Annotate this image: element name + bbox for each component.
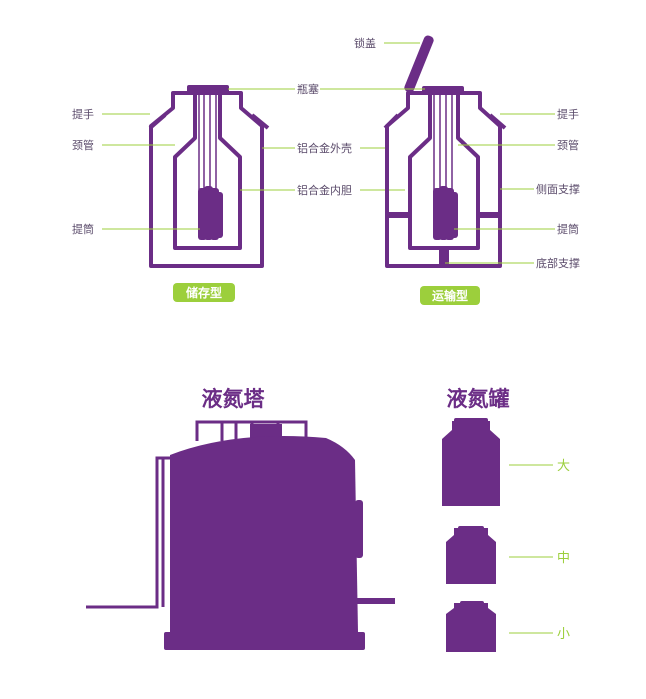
transport-neck-label: 颈管 — [557, 138, 579, 152]
tower-inlet-pipe — [86, 456, 172, 609]
storage-badge-label: 储存型 — [186, 285, 222, 300]
left-side-support — [387, 212, 410, 218]
storage-left-handle — [148, 113, 167, 130]
tower-outlet-pipe — [357, 598, 395, 604]
right-side-support — [478, 212, 500, 218]
storage-dewar — [148, 85, 270, 268]
tower-title: 液氮塔 — [202, 387, 266, 411]
tower-base — [164, 632, 365, 650]
storage-canister-rods — [198, 94, 217, 190]
storage-labels: 提手 颈管 提筒 瓶塞 铝合金外壳 铝合金内胆 — [72, 82, 405, 236]
storage-outer-shell — [149, 91, 264, 268]
transport-dewar — [383, 35, 507, 268]
transport-badge-label: 运输型 — [432, 288, 468, 303]
size-large-label: 大 — [557, 459, 570, 474]
tank-small — [446, 601, 496, 652]
transport-labels: 锁盖 提手 颈管 侧面支撑 提筒 底部支撑 — [320, 36, 580, 270]
storage-right-handle — [250, 113, 270, 130]
plug-label: 瓶塞 — [297, 82, 319, 96]
lock-lid — [404, 35, 434, 93]
tank-large — [442, 418, 500, 506]
transport-badge: 运输型 — [420, 286, 480, 305]
transport-right-handle — [488, 113, 507, 130]
storage-neck-label: 颈管 — [72, 138, 94, 152]
inner-vessel-label: 铝合金内胆 — [297, 183, 352, 197]
side-support-label: 侧面支撑 — [536, 182, 580, 196]
transport-left-handle — [383, 113, 400, 130]
lock-lid-label: 锁盖 — [354, 36, 376, 50]
storage-handle-label: 提手 — [72, 107, 94, 121]
transport-canister-rods — [433, 94, 453, 190]
storage-canister-label: 提筒 — [72, 222, 94, 236]
storage-badge: 储存型 — [173, 283, 235, 302]
storage-plug — [187, 85, 229, 94]
storage-canister — [198, 186, 223, 240]
bottom-support — [439, 248, 449, 266]
tank-medium — [446, 526, 496, 584]
transport-outer-shell — [385, 91, 502, 268]
size-small-label: 小 — [557, 627, 570, 642]
transport-plug — [422, 86, 464, 94]
size-medium-label: 中 — [557, 551, 570, 566]
tower-side-fitting — [355, 500, 363, 558]
transport-handle-label: 提手 — [557, 107, 579, 121]
bottom-support-label: 底部支撑 — [536, 256, 580, 270]
tanks-title: 液氮罐 — [447, 387, 510, 411]
liquid-nitrogen-tower — [86, 420, 395, 650]
shell-label: 铝合金外壳 — [297, 141, 352, 155]
tower-body — [170, 436, 358, 632]
transport-canister — [433, 186, 458, 240]
storage-inner-vessel — [173, 94, 242, 250]
transport-canister-label: 提筒 — [557, 222, 579, 236]
